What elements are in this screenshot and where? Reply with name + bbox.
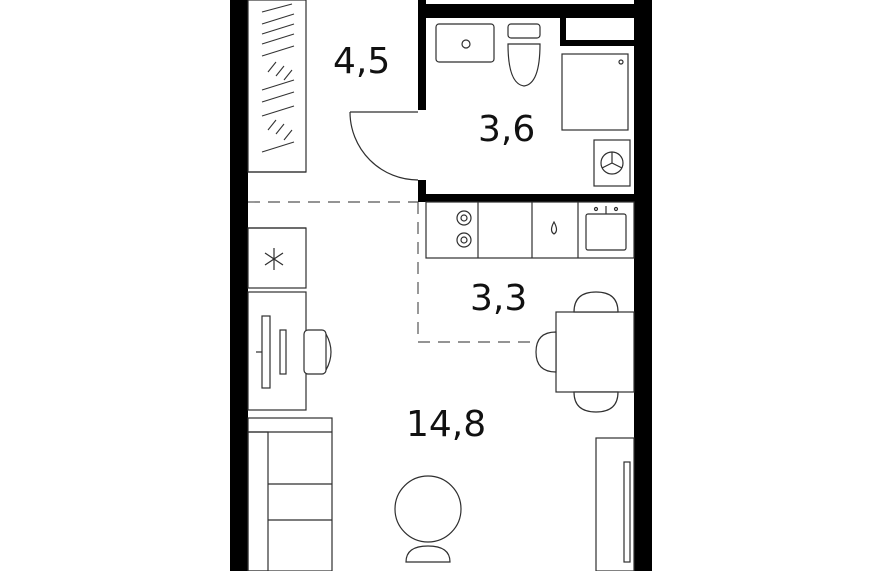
monitor bbox=[261, 315, 271, 389]
room-area-living: 14,8 bbox=[406, 404, 486, 445]
walls bbox=[230, 0, 652, 571]
bathroom-left-wall-lower bbox=[418, 180, 426, 202]
dining-chair-left bbox=[535, 331, 557, 373]
room-area-kitchen: 3,3 bbox=[470, 278, 527, 319]
bathroom-door bbox=[349, 111, 419, 181]
desk-chair-back bbox=[325, 333, 332, 371]
stove bbox=[456, 210, 472, 248]
shower-tray bbox=[561, 53, 629, 131]
wardrobe-hangers bbox=[261, 3, 295, 153]
room-area-bathroom: 3,6 bbox=[478, 109, 535, 150]
toilet-tank bbox=[507, 23, 541, 39]
dining-chair-bottom bbox=[573, 391, 619, 413]
door-swing-arc bbox=[349, 111, 419, 181]
dining-chair-top bbox=[573, 291, 619, 313]
bathroom-fixtures bbox=[435, 23, 631, 187]
desk-chair-seat bbox=[303, 329, 327, 375]
niche-wall-bottom bbox=[560, 40, 634, 46]
round-table-chair bbox=[405, 545, 451, 563]
fridge bbox=[247, 227, 307, 289]
wardrobe-body bbox=[247, 0, 307, 173]
sofa bbox=[247, 417, 333, 571]
desk bbox=[247, 291, 332, 411]
kitchen-counter bbox=[425, 201, 635, 259]
right-cabinet bbox=[595, 437, 635, 571]
left-outer-wall bbox=[230, 0, 248, 571]
wardrobe bbox=[247, 0, 307, 173]
washbasin bbox=[435, 23, 495, 63]
right-outer-wall bbox=[634, 0, 652, 571]
water-drop-icon bbox=[550, 220, 558, 235]
bathroom-bottom-wall bbox=[418, 194, 652, 202]
toilet-bowl bbox=[507, 43, 541, 87]
round-table bbox=[394, 475, 462, 563]
bathroom-left-wall-upper bbox=[418, 0, 426, 110]
room-area-hallway: 4,5 bbox=[333, 41, 390, 82]
washing-machine bbox=[593, 139, 631, 187]
dining-table bbox=[555, 311, 635, 393]
keyboard bbox=[279, 329, 287, 375]
kitchen-sink bbox=[585, 213, 627, 251]
bathroom-top-wall bbox=[418, 4, 652, 18]
dining-set bbox=[535, 291, 635, 413]
snowflake-icon bbox=[264, 248, 284, 270]
niche-wall-left bbox=[560, 18, 566, 46]
